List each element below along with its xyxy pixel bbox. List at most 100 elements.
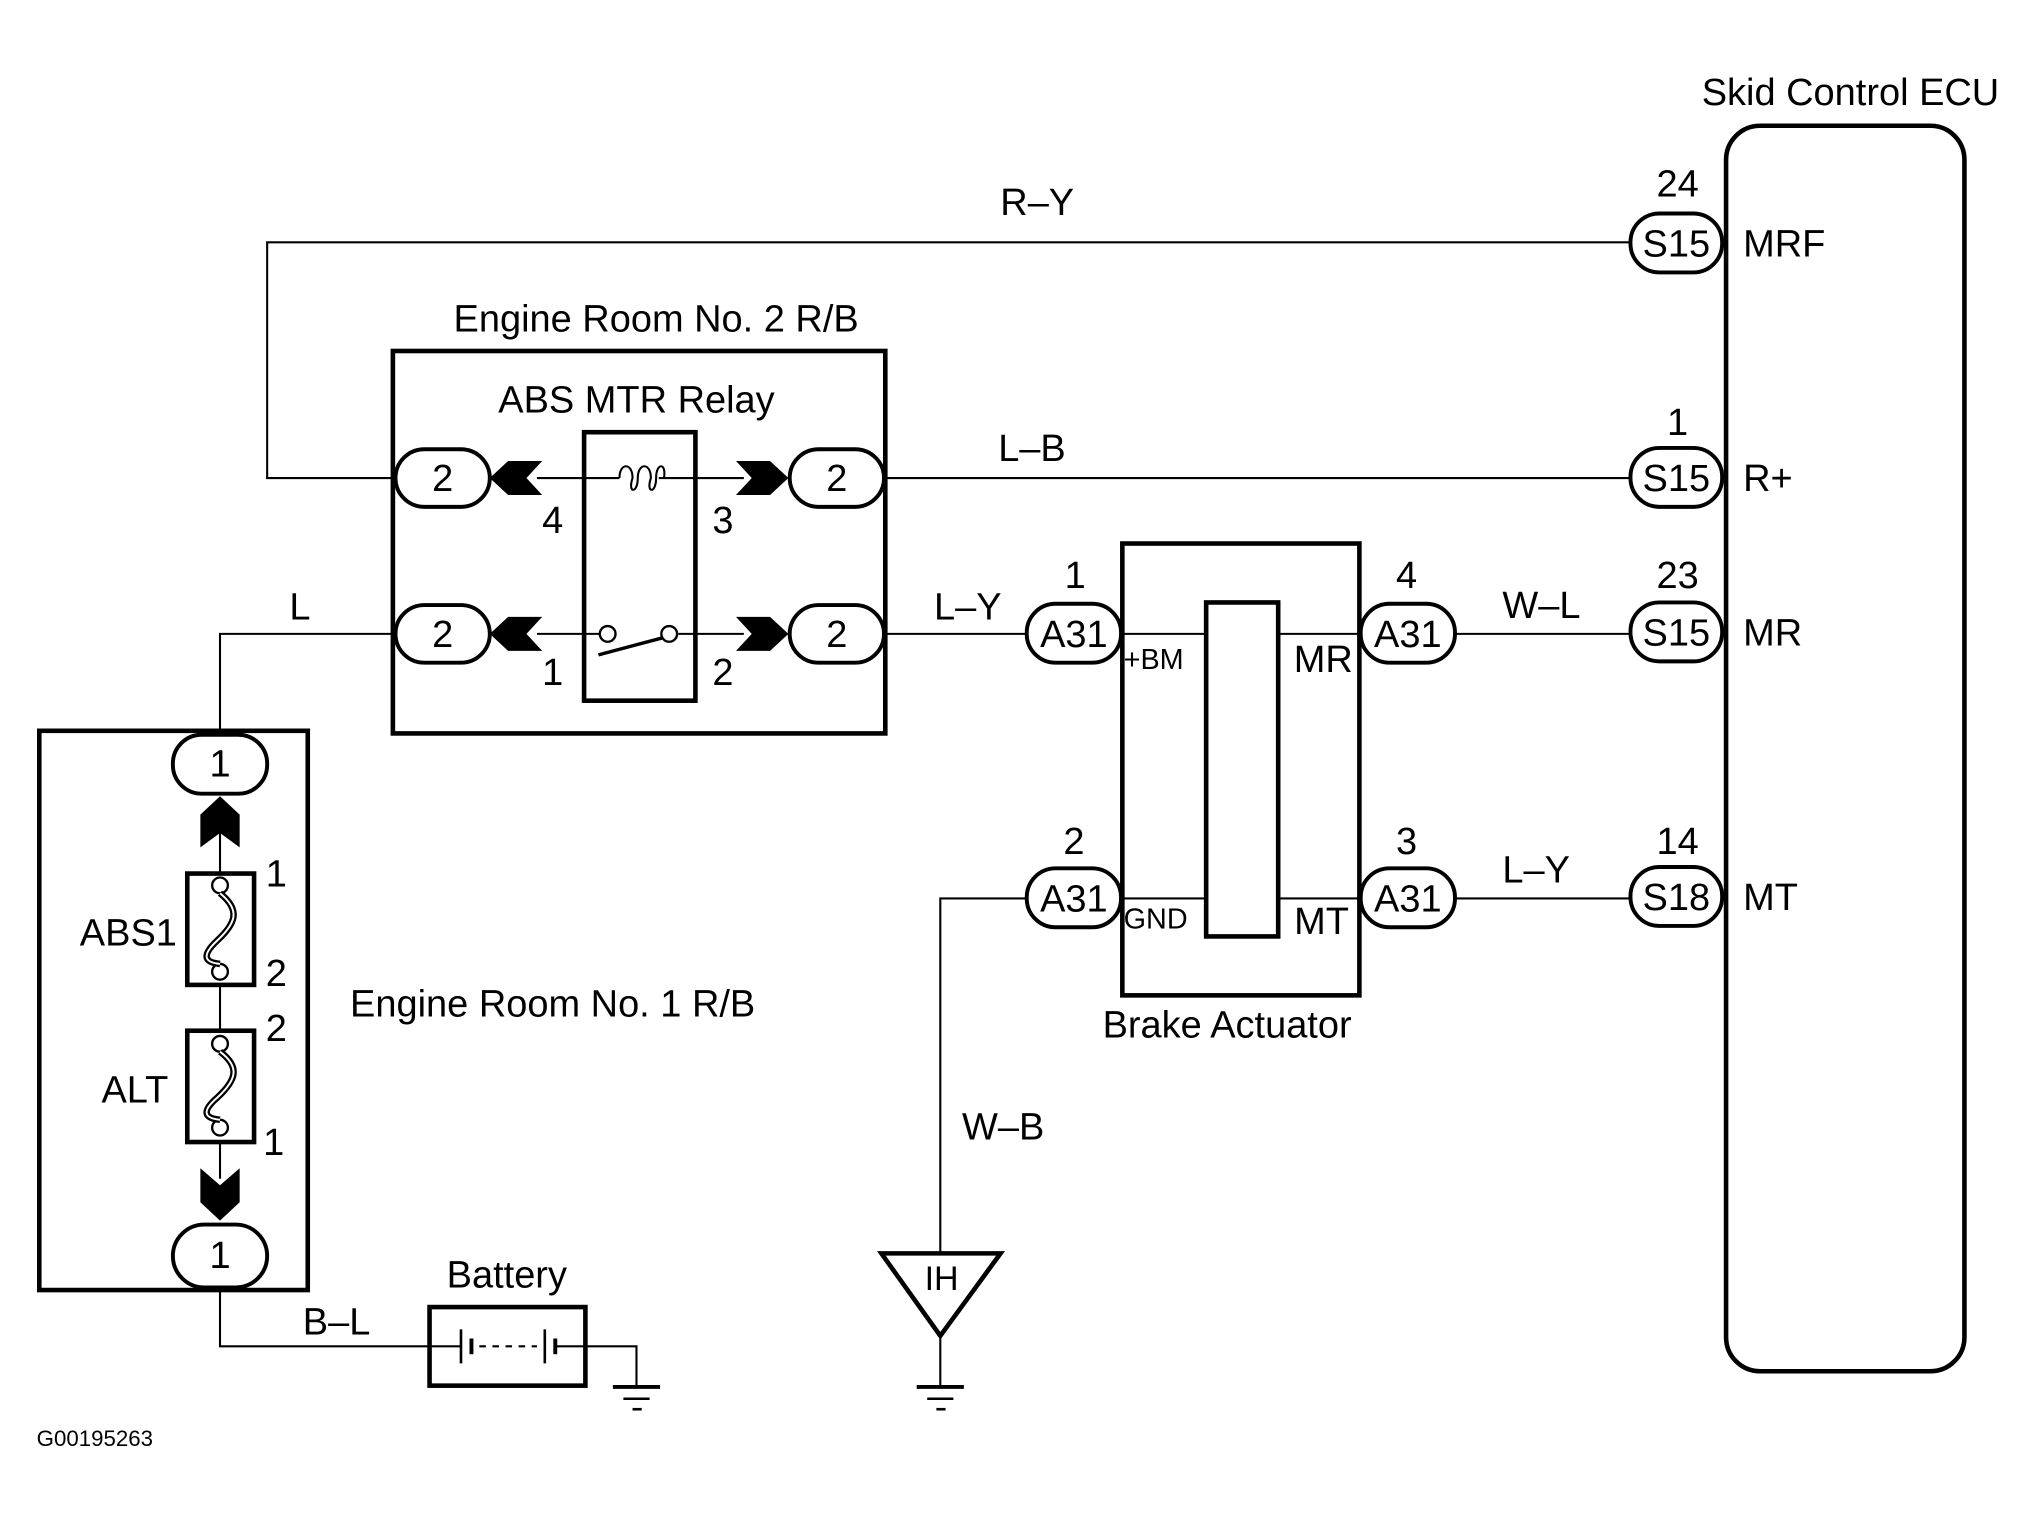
connector-oval (787, 603, 886, 665)
wire-path (266, 241, 1631, 480)
connector-code: A31 (1374, 879, 1442, 921)
terminal-chevron-icon (489, 616, 543, 651)
ecu-pin-mrf: 24 S15 MRF (1628, 163, 1825, 275)
ecu-pin-number: 1 (1667, 402, 1688, 444)
ecu-pin-name: R+ (1743, 458, 1793, 500)
wire-color-label: L (289, 586, 310, 628)
connector-code: 1 (209, 1235, 230, 1277)
ecu-box (1723, 123, 1967, 1374)
connector-code: A31 (1374, 614, 1442, 656)
connector-code: 2 (826, 458, 847, 500)
battery: Battery (427, 1254, 661, 1411)
wire-color-label: B–L (303, 1302, 371, 1344)
fuse-terminal-icon (210, 1034, 230, 1053)
ground-icon (612, 1384, 661, 1411)
connector-oval (1358, 866, 1457, 930)
fuse-terminal-icon (210, 876, 230, 895)
actuator-terminal-name: GND (1124, 904, 1188, 936)
brake-actuator: Brake Actuator +BM GND MR MT 1 A31 2 A31… (1024, 541, 1457, 1046)
actuator-pin-number: 3 (1396, 821, 1417, 863)
connector-code: S18 (1643, 877, 1711, 919)
relay-pin-number: 3 (712, 500, 733, 542)
ecu-pin-mr: 23 S15 MR (1628, 555, 1802, 664)
wire-l-y-mt: L–Y (1454, 850, 1631, 900)
wire-color-label: L–Y (1502, 850, 1570, 892)
battery-cell-icon (429, 1329, 586, 1364)
wire-color-label: W–B (962, 1106, 1044, 1148)
relay-pin-number: 4 (542, 500, 563, 542)
wire-l-y-relay: L–Y (885, 586, 1027, 635)
actuator-pin-number: 1 (1065, 555, 1086, 597)
connector-code: 2 (826, 614, 847, 656)
ground-icon (916, 1384, 964, 1411)
relay-title: ABS MTR Relay (498, 380, 774, 422)
actuator-core (1203, 600, 1281, 939)
connector-oval (170, 1222, 270, 1290)
ecu-pin-name: MT (1743, 877, 1798, 919)
connector-code: S15 (1643, 458, 1711, 500)
ecu-title: Skid Control ECU (1702, 72, 2000, 114)
ecu-pin-name: MR (1743, 613, 1802, 655)
connector-code: 2 (432, 458, 453, 500)
connector-code: S15 (1643, 224, 1711, 266)
connector-oval (1628, 865, 1725, 928)
er2-title: Engine Room No. 2 R/B (454, 298, 859, 340)
ground-point-ih: IH (876, 1251, 1006, 1411)
switch-contact-icon (598, 624, 617, 643)
ecu-pin-mt: 14 S18 MT (1628, 821, 1798, 928)
connector-oval (1628, 600, 1725, 664)
terminal-chevron-icon (489, 461, 543, 496)
engine-room-no2-rb: Engine Room No. 2 R/B ABS MTR Relay 4 3 … (390, 298, 888, 736)
actuator-box (1120, 541, 1362, 998)
actuator-pin-number: 2 (1063, 821, 1084, 863)
ecu-pin-number: 24 (1657, 163, 1699, 205)
actuator-terminal-name: MR (1294, 639, 1353, 681)
battery-title: Battery (447, 1254, 567, 1296)
ecu-pin-number: 14 (1657, 821, 1699, 863)
er1-title: Engine Room No. 1 R/B (350, 983, 755, 1025)
er1-box (36, 728, 311, 1293)
fuse-pin-number: 2 (266, 953, 287, 995)
wire-w-b: W–B (939, 897, 1044, 1254)
actuator-terminal-name: +BM (1124, 644, 1184, 676)
coil-icon (618, 465, 666, 491)
connector-code: 1 (209, 744, 230, 786)
fuse-pin-number: 2 (266, 1008, 287, 1050)
terminal-chevron-icon (200, 796, 240, 848)
fuse-name: ALT (101, 1070, 168, 1112)
ground-point-label: IH (925, 1260, 959, 1298)
wire-path (218, 632, 396, 731)
figure-id: G00195263 (37, 1426, 153, 1451)
ecu-pin-number: 23 (1657, 555, 1699, 597)
wire-l-b: L–B (885, 428, 1631, 480)
fuse-icon-inner (205, 892, 235, 965)
relay-body (581, 429, 698, 703)
ground-lead (585, 1345, 638, 1386)
terminal-chevron-icon (736, 616, 789, 651)
actuator-terminal-name: MT (1294, 901, 1349, 943)
fuse-pin-number: 1 (266, 854, 287, 896)
wire-path (218, 1291, 430, 1348)
engine-room-no1-rb: Engine Room No. 1 R/B 1 ABS1 1 2 ALT 2 1… (36, 728, 755, 1293)
connector-oval (1024, 866, 1123, 930)
switch-contact-icon (660, 624, 679, 643)
actuator-pin-number: 4 (1396, 555, 1417, 597)
connector-code: A31 (1040, 879, 1108, 921)
ecu-pin-r-plus: 1 S15 R+ (1628, 402, 1793, 509)
terminal-chevron-icon (736, 461, 789, 496)
skid-control-ecu: Skid Control ECU (1702, 72, 2000, 1374)
wire-w-l: W–L (1454, 585, 1631, 635)
er2-box (390, 348, 888, 736)
switch-arm-icon (598, 636, 664, 657)
fuse-name: ABS1 (80, 913, 177, 955)
connector-code: 2 (432, 614, 453, 656)
wire-color-label: L–Y (934, 586, 1002, 628)
wire-l: L (218, 586, 396, 731)
fuse-icon-inner (205, 1050, 235, 1121)
wire-b-l: B–L (218, 1291, 430, 1348)
relay-pin-number: 1 (542, 652, 563, 694)
relay-pin-number: 2 (712, 652, 733, 694)
ground-point-triangle (876, 1251, 1006, 1340)
ecu-pin-name: MRF (1743, 224, 1825, 266)
